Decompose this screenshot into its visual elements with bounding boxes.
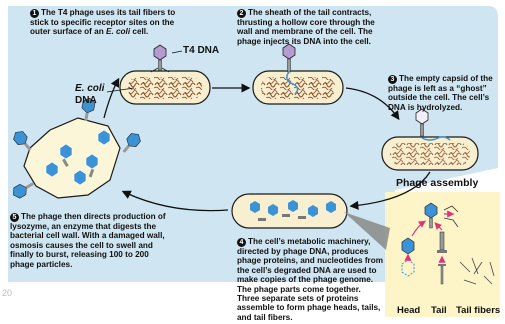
step-1-text-a: The T4 phage uses its tail fibers to sti… xyxy=(30,8,175,36)
assembly-tail-label: Tail xyxy=(431,305,447,316)
step-3-body: The empty capsid of the phage is left as… xyxy=(388,74,493,112)
ecoli-label: E. coli xyxy=(75,83,104,94)
assembly-tail-fibers-label: Tail fibers xyxy=(456,305,500,316)
assembly-panel xyxy=(385,192,500,317)
t4-dna-label: T4 DNA xyxy=(183,45,219,56)
assembly-title: Phage assembly xyxy=(396,177,478,189)
step-2-number: 2 xyxy=(237,9,246,18)
assembly-head-label: Head xyxy=(397,305,420,316)
step-4-number: 4 xyxy=(237,238,246,247)
footer-text: 20 xyxy=(2,288,12,298)
dna-label: DNA xyxy=(75,95,97,106)
step-1-number: 1 xyxy=(30,9,39,18)
step-4-body: The cell’s metabolic machinery, directed… xyxy=(237,237,383,322)
step-3-number: 3 xyxy=(388,75,397,84)
step-5-number: 5 xyxy=(10,213,19,222)
step-1-text-b: cell. xyxy=(130,27,148,36)
step-2-body: The sheath of the tail contracts, thrust… xyxy=(237,8,375,46)
cell-stage-4 xyxy=(232,194,347,228)
step-1-italic: E. coli xyxy=(106,27,130,36)
step-5-body: The phage then directs production of lys… xyxy=(10,212,166,269)
